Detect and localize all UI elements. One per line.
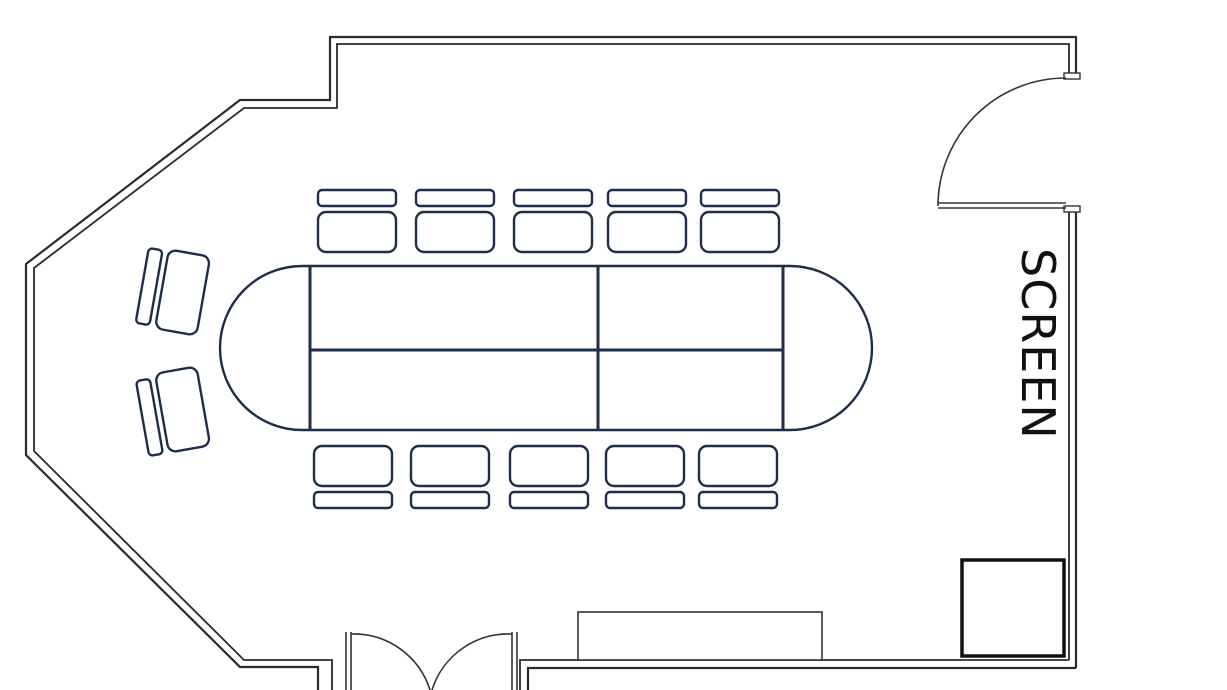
- chair: [135, 366, 211, 457]
- chair: [414, 188, 496, 254]
- chairs-top: [316, 188, 781, 254]
- chair: [409, 444, 491, 510]
- chair: [604, 444, 686, 510]
- chairs-left: [135, 247, 211, 457]
- chair: [606, 188, 688, 254]
- chair: [508, 444, 590, 510]
- door-right: [937, 77, 1067, 209]
- chair: [512, 188, 594, 254]
- chair: [699, 188, 781, 254]
- credenza: [577, 611, 823, 661]
- chair: [316, 188, 398, 254]
- chair: [697, 444, 779, 510]
- corner-cabinet: [960, 558, 1066, 658]
- chairs-bottom: [312, 444, 779, 510]
- room-walls: [24, 35, 1081, 690]
- conference-table: [218, 264, 874, 432]
- door-bottom: [345, 632, 518, 690]
- chair: [312, 444, 394, 510]
- screen-label: SCREEN: [1011, 248, 1065, 440]
- chair: [135, 247, 211, 336]
